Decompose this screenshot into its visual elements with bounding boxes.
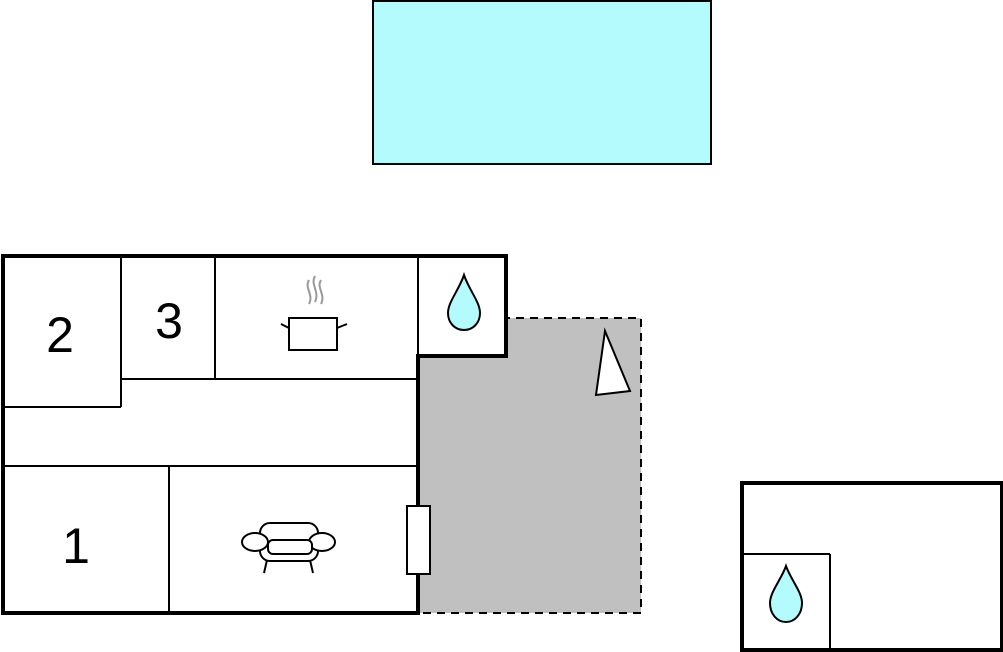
water-drop-icon — [446, 271, 482, 332]
room-label-3: 3 — [155, 293, 183, 349]
sofa-icon — [241, 522, 336, 574]
house-fill — [3, 256, 506, 613]
annex-water-drop-icon — [768, 563, 804, 624]
north-arrow-icon — [594, 327, 632, 397]
swimming-pool — [372, 0, 712, 165]
house-outer-walls — [1, 254, 508, 615]
annex-interior-walls — [743, 553, 831, 650]
annex-outer-walls — [740, 481, 1003, 652]
kitchen-pot-icon — [280, 275, 348, 351]
annex-fill — [742, 483, 1002, 651]
room-label-2: 2 — [46, 307, 74, 363]
door — [406, 505, 431, 575]
room-label-1: 1 — [62, 518, 90, 574]
